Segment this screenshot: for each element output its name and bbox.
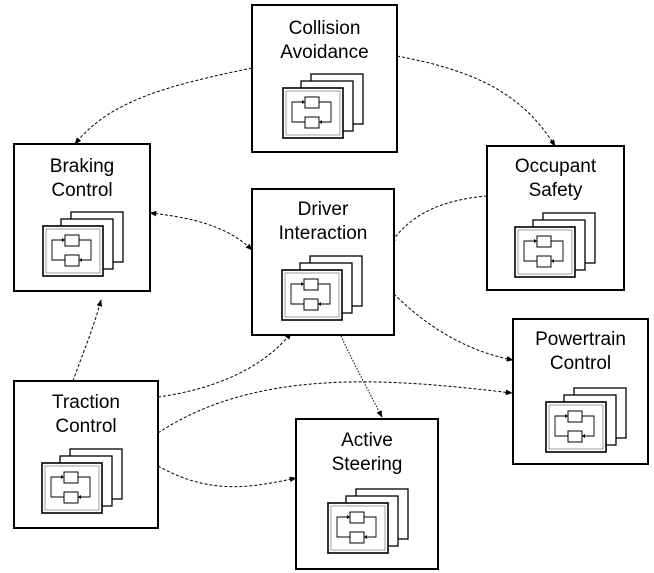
node-label-line2: Control bbox=[550, 353, 611, 374]
edge-driver-powertrain bbox=[393, 293, 514, 362]
node-label-line2: Safety bbox=[529, 180, 583, 201]
node-active-steering: Active Steering bbox=[295, 418, 439, 570]
edge-braking-driver bbox=[149, 210, 253, 251]
edges bbox=[72, 55, 556, 488]
node-braking-control: Braking Control bbox=[13, 143, 151, 292]
node-label-line1: Occupant bbox=[515, 156, 597, 177]
edge-driver-steering bbox=[340, 335, 383, 418]
node-driver-interaction: Driver Interaction bbox=[251, 188, 395, 336]
node-label-line1: Traction bbox=[52, 392, 120, 413]
node-occupant-safety: Occupant Safety bbox=[486, 145, 625, 291]
node-label-line1: Driver bbox=[298, 199, 349, 220]
edge-collision-braking bbox=[74, 67, 253, 145]
edge-traction-steering bbox=[157, 465, 297, 488]
node-collision-avoidance: Collision Avoidance bbox=[251, 4, 398, 153]
node-powertrain-control: Powertrain Control bbox=[512, 318, 649, 465]
node-label-line2: Control bbox=[55, 416, 116, 437]
edge-traction-powertrain bbox=[157, 381, 513, 434]
edge-traction-driver bbox=[157, 332, 292, 398]
node-label-line1: Collision bbox=[289, 18, 361, 39]
node-label-line2: Avoidance bbox=[280, 42, 368, 63]
node-label-line2: Interaction bbox=[279, 223, 368, 244]
edge-traction-braking bbox=[72, 299, 103, 382]
node-label-line2: Steering bbox=[332, 454, 403, 475]
node-label-line2: Control bbox=[51, 180, 112, 201]
node-label-line1: Active bbox=[341, 430, 393, 451]
node-traction-control: Traction Control bbox=[13, 380, 159, 529]
edge-collision-occupant bbox=[396, 55, 556, 147]
node-label-line1: Powertrain bbox=[535, 329, 626, 350]
node-label-line1: Braking bbox=[50, 156, 114, 177]
edge-occupant-driver bbox=[389, 195, 488, 245]
